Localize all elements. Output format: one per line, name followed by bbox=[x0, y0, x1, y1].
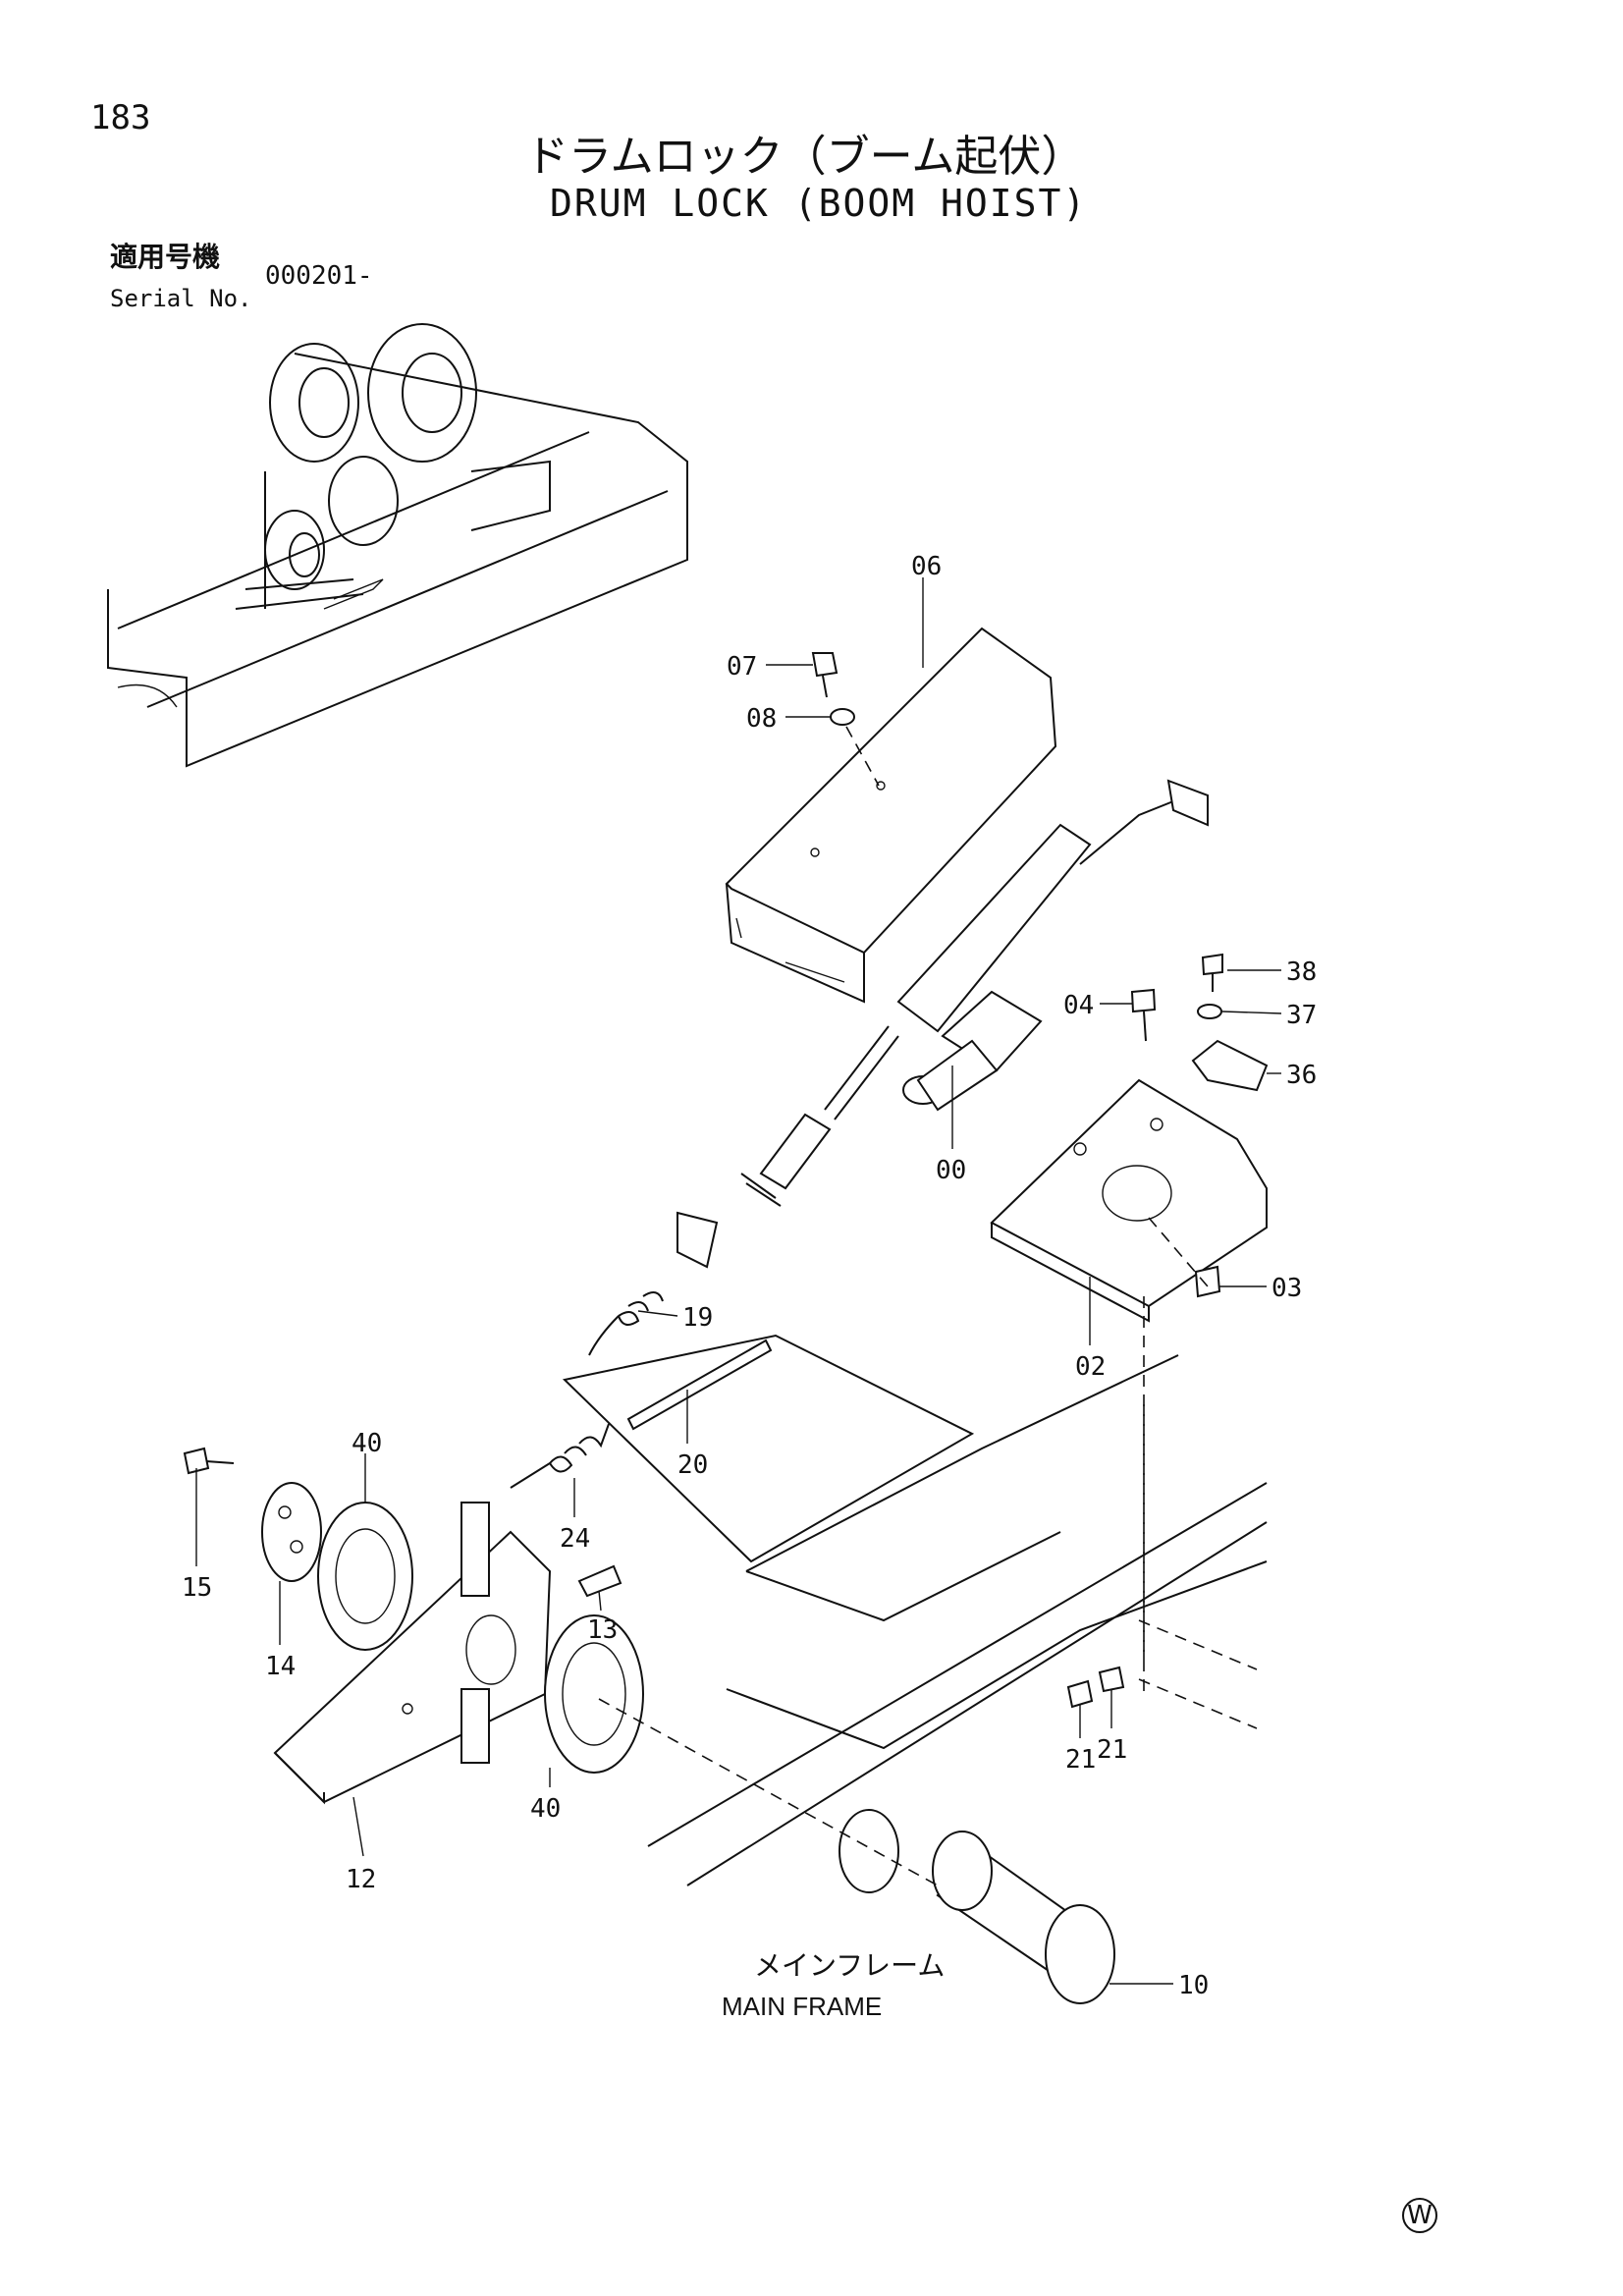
part-21-nut-2 bbox=[1098, 1666, 1125, 1693]
part-03-nut bbox=[1194, 1265, 1221, 1298]
part-04-bolt bbox=[1130, 988, 1157, 1042]
title-japanese: ドラムロック（ブーム起伏） bbox=[525, 132, 1085, 182]
callout-36: 36 bbox=[1286, 1061, 1317, 1090]
reference-plate bbox=[562, 1334, 975, 1563]
part-19-spring bbox=[588, 1291, 664, 1356]
callout-12: 12 bbox=[346, 1865, 376, 1894]
part-02-plate bbox=[990, 1078, 1268, 1323]
callout-37: 37 bbox=[1286, 1001, 1317, 1030]
serial-label-english: Serial No. bbox=[110, 285, 252, 312]
serial-value: 000201- bbox=[265, 261, 373, 291]
part-07-bolt bbox=[811, 652, 839, 698]
callout-24: 24 bbox=[560, 1524, 590, 1554]
callout-20: 20 bbox=[677, 1450, 708, 1480]
assembly-lines bbox=[598, 1217, 1209, 1886]
callout-02: 02 bbox=[1075, 1352, 1106, 1382]
callout-38: 38 bbox=[1286, 957, 1317, 987]
part-37-washer bbox=[1197, 1004, 1222, 1019]
callout-03: 03 bbox=[1271, 1274, 1302, 1303]
callout-00: 00 bbox=[936, 1156, 966, 1185]
callout-40-top: 40 bbox=[352, 1429, 382, 1458]
part-36-bracket bbox=[1191, 1039, 1269, 1092]
part-06-cover bbox=[725, 627, 1057, 1004]
callout-14: 14 bbox=[265, 1652, 296, 1681]
callout-08: 08 bbox=[746, 704, 777, 734]
part-08-washer bbox=[830, 708, 855, 726]
part-12-bracket bbox=[273, 1502, 552, 1805]
part-38-bolt bbox=[1201, 953, 1223, 992]
main-frame-drawing bbox=[647, 1354, 1268, 1886]
callout-19: 19 bbox=[682, 1303, 713, 1333]
assembly-line bbox=[845, 726, 880, 787]
callout-04: 04 bbox=[1063, 991, 1094, 1020]
callout-40-bottom: 40 bbox=[530, 1794, 561, 1824]
part-24-spring bbox=[510, 1423, 610, 1489]
publisher-mark: W bbox=[1402, 2198, 1437, 2233]
part-20-rod bbox=[626, 1339, 773, 1431]
part-40-washer-right bbox=[544, 1614, 644, 1774]
callout-21-right: 21 bbox=[1097, 1735, 1127, 1765]
part-15-bolt bbox=[183, 1447, 235, 1475]
callout-15: 15 bbox=[182, 1573, 212, 1603]
main-frame-label-english: MAIN FRAME bbox=[722, 1992, 883, 2021]
page-number: 183 bbox=[90, 98, 151, 137]
leader-lines bbox=[195, 577, 1282, 1985]
callout-06: 06 bbox=[911, 552, 942, 581]
main-frame-label-japanese: メインフレーム bbox=[754, 1949, 946, 1982]
callout-10: 10 bbox=[1178, 1971, 1209, 2000]
part-21-nut bbox=[1066, 1679, 1094, 1709]
part-13-fitting bbox=[577, 1564, 622, 1598]
part-14-plate bbox=[261, 1482, 322, 1582]
title-english: DRUM LOCK (BOOM HOIST) bbox=[550, 182, 1088, 225]
callout-07: 07 bbox=[727, 652, 757, 682]
part-10-pin bbox=[839, 1809, 1115, 2004]
part-40-washer-left bbox=[317, 1502, 413, 1651]
serial-label-japanese: 適用号機 bbox=[110, 241, 221, 273]
overview-inset-drawing bbox=[107, 323, 688, 768]
part-00-actuator bbox=[676, 779, 1209, 1269]
callout-21-left: 21 bbox=[1065, 1745, 1096, 1775]
callout-13: 13 bbox=[587, 1615, 618, 1645]
